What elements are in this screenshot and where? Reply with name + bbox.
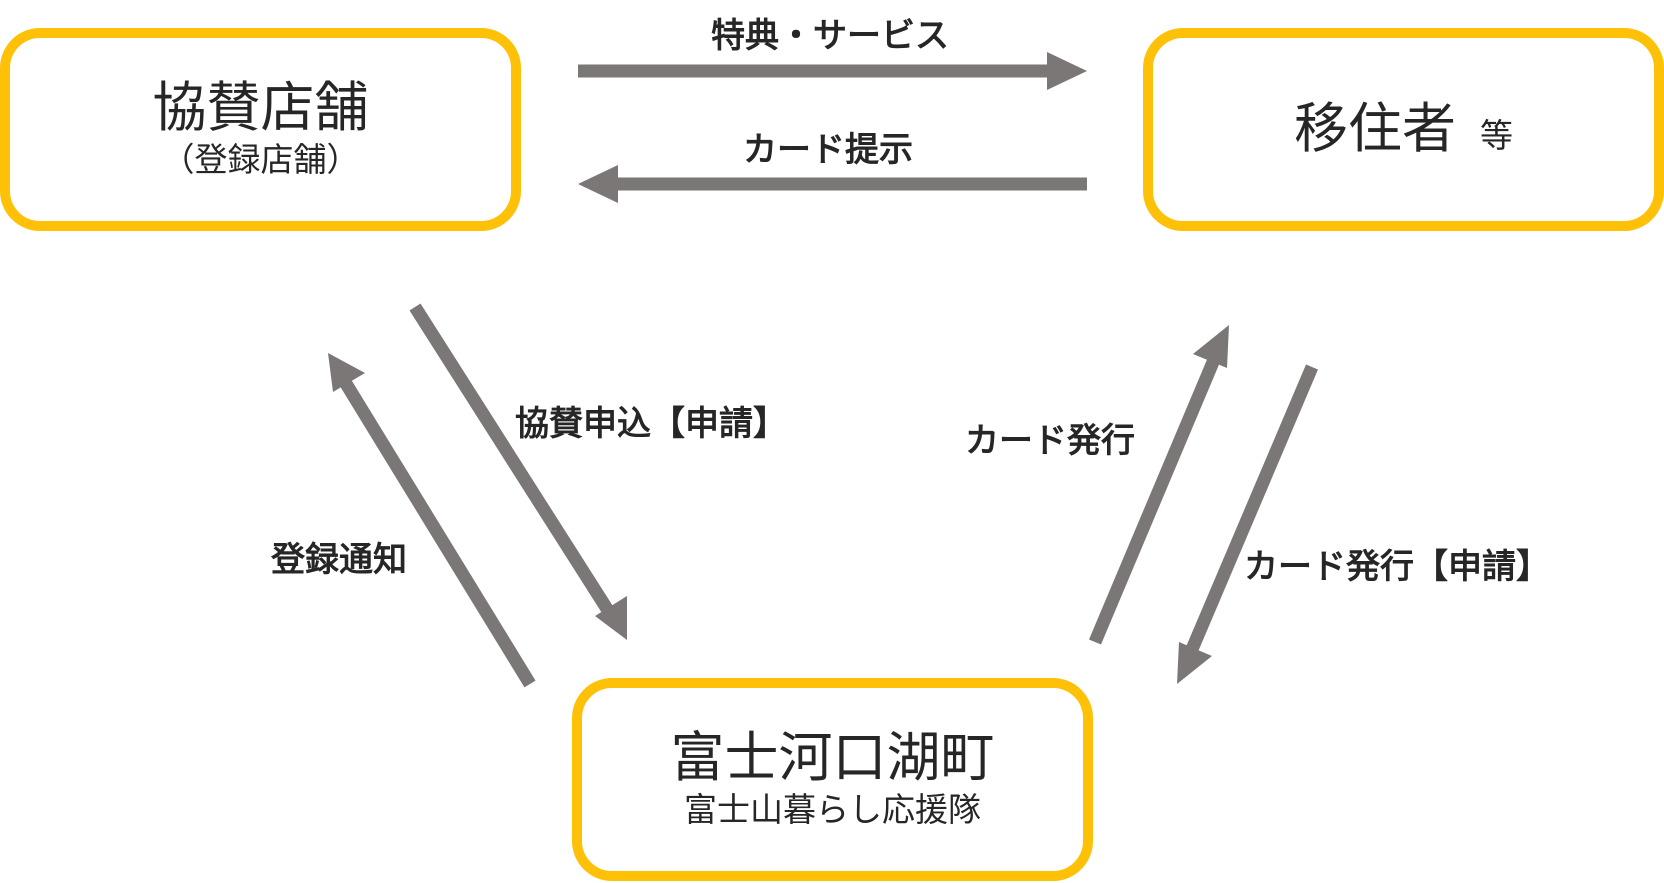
resident-title: 移住者	[1294, 97, 1456, 161]
town-node: 富士河口湖町 富士山暮らし応援隊	[572, 678, 1093, 881]
label-sponsor-apply: 協賛申込【申請】	[515, 404, 787, 444]
arrow-card-issue	[1089, 325, 1229, 645]
label-card-issue: カード発行	[965, 421, 1135, 461]
resident-suffix: 等	[1480, 116, 1513, 156]
label-benefit: 特典・サービス	[711, 16, 949, 56]
town-title: 富士河口湖町	[670, 726, 995, 789]
label-card-issue-request: カード発行【申請】	[1244, 547, 1550, 587]
sponsor-store-subtitle: （登録店舗）	[161, 140, 360, 180]
town-subtitle: 富士山暮らし応援隊	[684, 790, 981, 830]
sponsor-store-title: 協賛店舗	[152, 76, 369, 139]
arrow-card-issue-request	[1177, 364, 1318, 684]
label-registration-notice: 登録通知	[271, 540, 407, 580]
arrow-benefit	[578, 52, 1087, 90]
resident-node: 移住者 等	[1143, 28, 1664, 231]
resident-title-line: 移住者 等	[1294, 98, 1513, 160]
arrow-card-present	[578, 165, 1087, 203]
label-card-present: カード提示	[743, 130, 913, 170]
arrow-sponsor-apply	[409, 303, 627, 640]
sponsor-store-node: 協賛店舗 （登録店舗）	[0, 28, 521, 231]
arrow-registration-notice	[328, 353, 536, 688]
